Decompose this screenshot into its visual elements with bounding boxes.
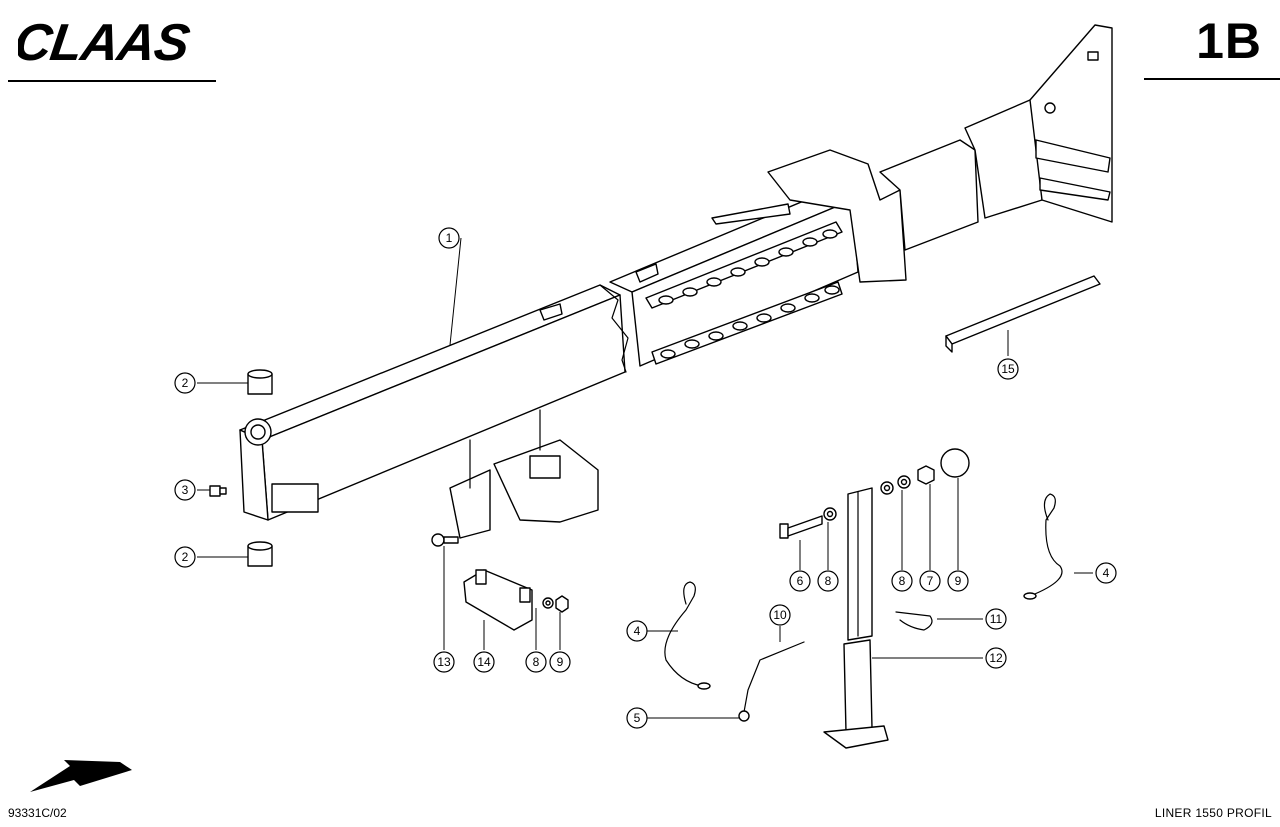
svg-text:9: 9	[557, 655, 564, 669]
callout-15: 15	[997, 358, 1019, 380]
callout-13: 13	[433, 651, 455, 673]
bush-bottom	[247, 541, 273, 567]
svg-text:8: 8	[825, 574, 832, 588]
callout-8-jack-right: 8	[891, 570, 913, 592]
washer-8-left	[823, 507, 837, 521]
callout-11: 11	[985, 608, 1007, 630]
callout-2-top: 2	[174, 372, 196, 394]
washer-8-pair	[897, 475, 911, 489]
callout-6: 6	[789, 570, 811, 592]
nut-small	[555, 595, 569, 613]
callout-2-bottom: 2	[174, 546, 196, 568]
bolt-13	[431, 533, 459, 547]
callout-10: 10	[769, 604, 791, 626]
callout-4-right: 4	[1095, 562, 1117, 584]
svg-text:14: 14	[477, 655, 491, 669]
svg-text:9: 9	[955, 574, 962, 588]
svg-text:10: 10	[773, 608, 787, 622]
callout-3: 3	[174, 479, 196, 501]
jack-bracket	[449, 409, 599, 539]
callout-leaders	[197, 237, 1093, 719]
callout-8-jack-left: 8	[817, 570, 839, 592]
grease-nipple	[209, 485, 227, 497]
claas-logo: CLAAS	[18, 16, 193, 68]
model-label: LINER 1550 PROFIL	[1154, 806, 1272, 820]
nut-7	[917, 465, 935, 485]
svg-text:6: 6	[797, 574, 804, 588]
callout-5: 5	[626, 707, 648, 729]
crank-handle	[738, 641, 805, 722]
svg-text:11: 11	[990, 612, 1003, 626]
bush-top	[247, 369, 273, 395]
safety-cable-left	[664, 581, 711, 690]
bolt-6	[779, 515, 823, 539]
svg-text:2: 2	[182, 550, 189, 564]
callout-7: 7	[919, 570, 941, 592]
svg-text:8: 8	[899, 574, 906, 588]
svg-text:CLAAS: CLAAS	[18, 16, 193, 68]
callout-8-clamp: 8	[525, 651, 547, 673]
safety-cable-right	[1023, 493, 1063, 600]
svg-text:2: 2	[182, 376, 189, 390]
direction-arrow-icon	[30, 760, 132, 792]
svg-text:12: 12	[989, 651, 1003, 665]
svg-text:5: 5	[634, 711, 641, 725]
callout-1: 1	[438, 227, 460, 249]
svg-text:1: 1	[446, 231, 453, 245]
washer-small	[542, 597, 554, 609]
callout-12: 12	[985, 647, 1007, 669]
svg-text:8: 8	[533, 655, 540, 669]
angle-profile	[945, 275, 1101, 353]
logo-rule	[8, 80, 216, 82]
callout-9-jack: 9	[947, 570, 969, 592]
parking-jack	[823, 487, 889, 749]
drawing-id: 93331C/02	[8, 806, 67, 820]
linch-pin	[895, 611, 933, 631]
callout-14: 14	[473, 651, 495, 673]
cap-9	[940, 448, 970, 478]
svg-text:15: 15	[1001, 362, 1015, 376]
svg-text:7: 7	[927, 574, 934, 588]
drawbar-beam	[239, 24, 1113, 521]
callout-9-clamp: 9	[549, 651, 571, 673]
clamp-14	[463, 569, 533, 631]
svg-text:13: 13	[437, 655, 451, 669]
svg-text:4: 4	[634, 624, 641, 638]
callout-4-left: 4	[626, 620, 648, 642]
page-code: 1B	[1196, 13, 1262, 69]
adjustment-holes	[658, 229, 840, 359]
svg-text:4: 4	[1103, 566, 1110, 580]
svg-text:3: 3	[182, 483, 189, 497]
washer-8-right	[880, 481, 894, 495]
page-code-rule	[1144, 78, 1280, 80]
